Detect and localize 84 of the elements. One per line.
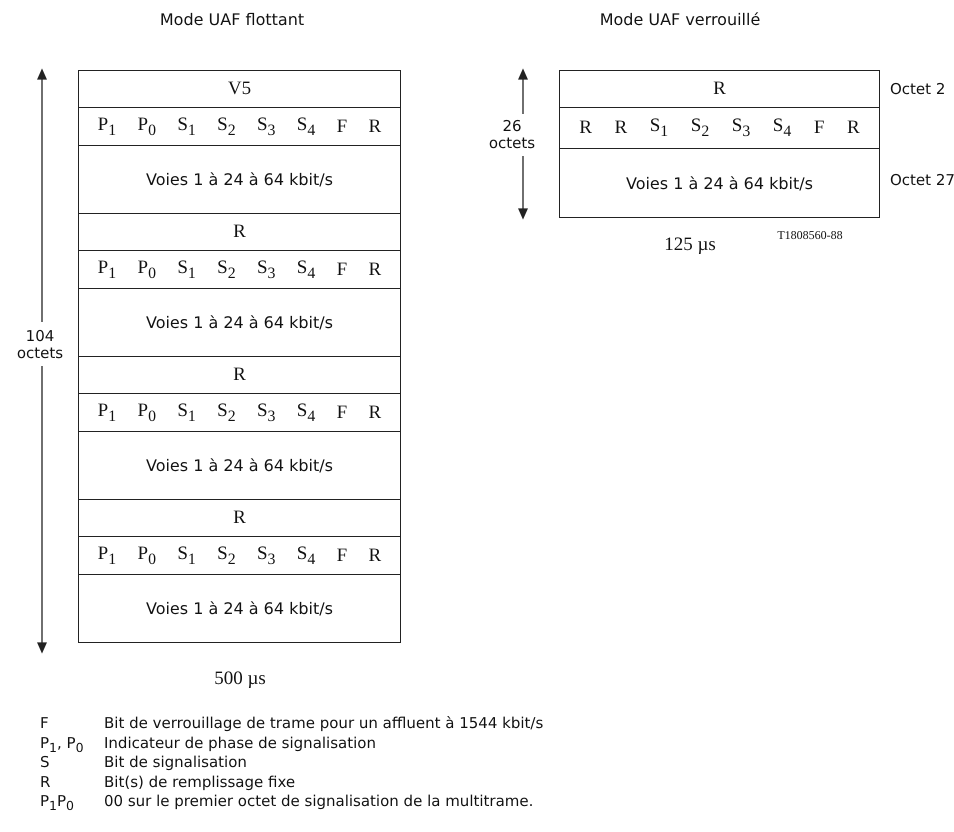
bit-label: R (614, 117, 628, 139)
bit-label: S$_{2}$ (690, 115, 710, 141)
channel-label: Voies 1 à 24 à 64 kbit/s (146, 313, 333, 332)
legend-description: Bit(s) de remplissage fixe (104, 772, 296, 790)
duration-label: 500 µs (214, 668, 266, 690)
bit-label: S$_{4}$ (772, 115, 792, 141)
bit-label: R (579, 117, 592, 139)
channel-label: Voies 1 à 24 à 64 kbit/s (146, 456, 333, 475)
bit-label: S$_{1}$ (650, 115, 668, 141)
bit-label: F (814, 117, 824, 139)
legend-symbol: F (40, 714, 49, 732)
bit-field-row (78, 536, 401, 575)
channel-label: Voies 1 à 24 à 64 kbit/s (626, 174, 813, 192)
bit-field-row (78, 107, 401, 146)
bit-label: F (336, 116, 348, 138)
bit-label: S$_{1}$ (177, 400, 196, 426)
legend-symbol: R (40, 772, 50, 790)
bit-label: P$_{0}$ (137, 114, 156, 140)
field-label: R (233, 507, 246, 529)
field-label: V5 (228, 78, 252, 100)
channel-label: Voies 1 à 24 à 64 kbit/s (146, 170, 333, 189)
octet-label: Octet 27 (890, 171, 954, 189)
bit-label: P$_{1}$ (98, 114, 116, 140)
bit-label: R (368, 544, 382, 566)
bit-label: S$_{3}$ (256, 400, 276, 426)
bit-label: S$_{2}$ (217, 256, 236, 282)
bit-label: S$_{1}$ (177, 256, 196, 282)
channel-row (78, 431, 401, 500)
bit-field-row (559, 107, 880, 149)
bit-label: S$_{3}$ (256, 542, 276, 568)
bit-label: S$_{2}$ (217, 114, 236, 140)
bit-field-row (78, 250, 401, 289)
legend-symbol: P$_{1}$, P$_{0}$ (40, 734, 84, 754)
bit-label: P$_{0}$ (137, 400, 156, 426)
field-label: R (233, 364, 246, 386)
legend-description: Bit de verrouillage de trame pour un affluent à 1544 kbit/s (104, 714, 544, 732)
bit-label: S$_{2}$ (217, 542, 236, 568)
bit-label: F (336, 258, 348, 280)
bit-label: P$_{1}$ (98, 400, 116, 426)
bit-label: S$_{3}$ (256, 256, 276, 282)
channel-row (78, 145, 401, 214)
bit-label: S$_{4}$ (296, 400, 316, 426)
legend-description: Indicateur de phase de signalisation (104, 734, 376, 752)
octet-label: Octet 2 (890, 80, 946, 98)
heading: Mode UAF flottant (160, 10, 304, 29)
legend-description: Bit de signalisation (104, 753, 247, 771)
bit-label: P$_{1}$ (98, 542, 116, 568)
bit-label: F (336, 544, 348, 566)
bit-label: P$_{0}$ (137, 256, 156, 282)
channel-row (559, 148, 880, 218)
figure-reference: T1808560-88 (777, 228, 843, 243)
bit-label: P$_{1}$ (98, 256, 116, 282)
channel-label: Voies 1 à 24 à 64 kbit/s (146, 599, 333, 618)
bit-label: S$_{1}$ (177, 114, 196, 140)
legend-symbol: S (40, 753, 50, 771)
channel-row (78, 574, 401, 643)
duration-label: 125 µs (664, 234, 716, 256)
dimension-label: 26 octets (488, 118, 536, 152)
bit-label: P$_{0}$ (137, 542, 156, 568)
dimension-label: 104 octets (16, 328, 64, 362)
bit-label: R (846, 117, 860, 139)
bit-label: S$_{2}$ (217, 400, 236, 426)
bit-label: S$_{4}$ (296, 542, 316, 568)
bit-field-row (78, 393, 401, 432)
header-row (78, 356, 401, 394)
legend-description: 00 sur le premier octet de signalisation de la multitrame. (104, 792, 534, 810)
bit-label: S$_{1}$ (177, 542, 196, 568)
bit-label: S$_{4}$ (296, 256, 316, 282)
heading: Mode UAF verrouillé (600, 10, 760, 29)
header-row (559, 70, 880, 108)
bit-label: S$_{3}$ (732, 115, 750, 141)
field-label: R (713, 78, 726, 100)
bit-label: S$_{3}$ (256, 114, 276, 140)
bit-label: F (336, 402, 348, 424)
bit-label: R (368, 258, 382, 280)
header-row (78, 499, 401, 537)
header-row (78, 213, 401, 251)
legend-symbol: P$_{1}$P$_{0}$ (40, 792, 74, 813)
channel-row (78, 288, 401, 357)
field-label: R (233, 221, 246, 243)
bit-label: R (368, 116, 382, 138)
bit-label: S$_{4}$ (296, 114, 316, 140)
header-row (78, 70, 401, 108)
bit-label: R (368, 402, 382, 424)
